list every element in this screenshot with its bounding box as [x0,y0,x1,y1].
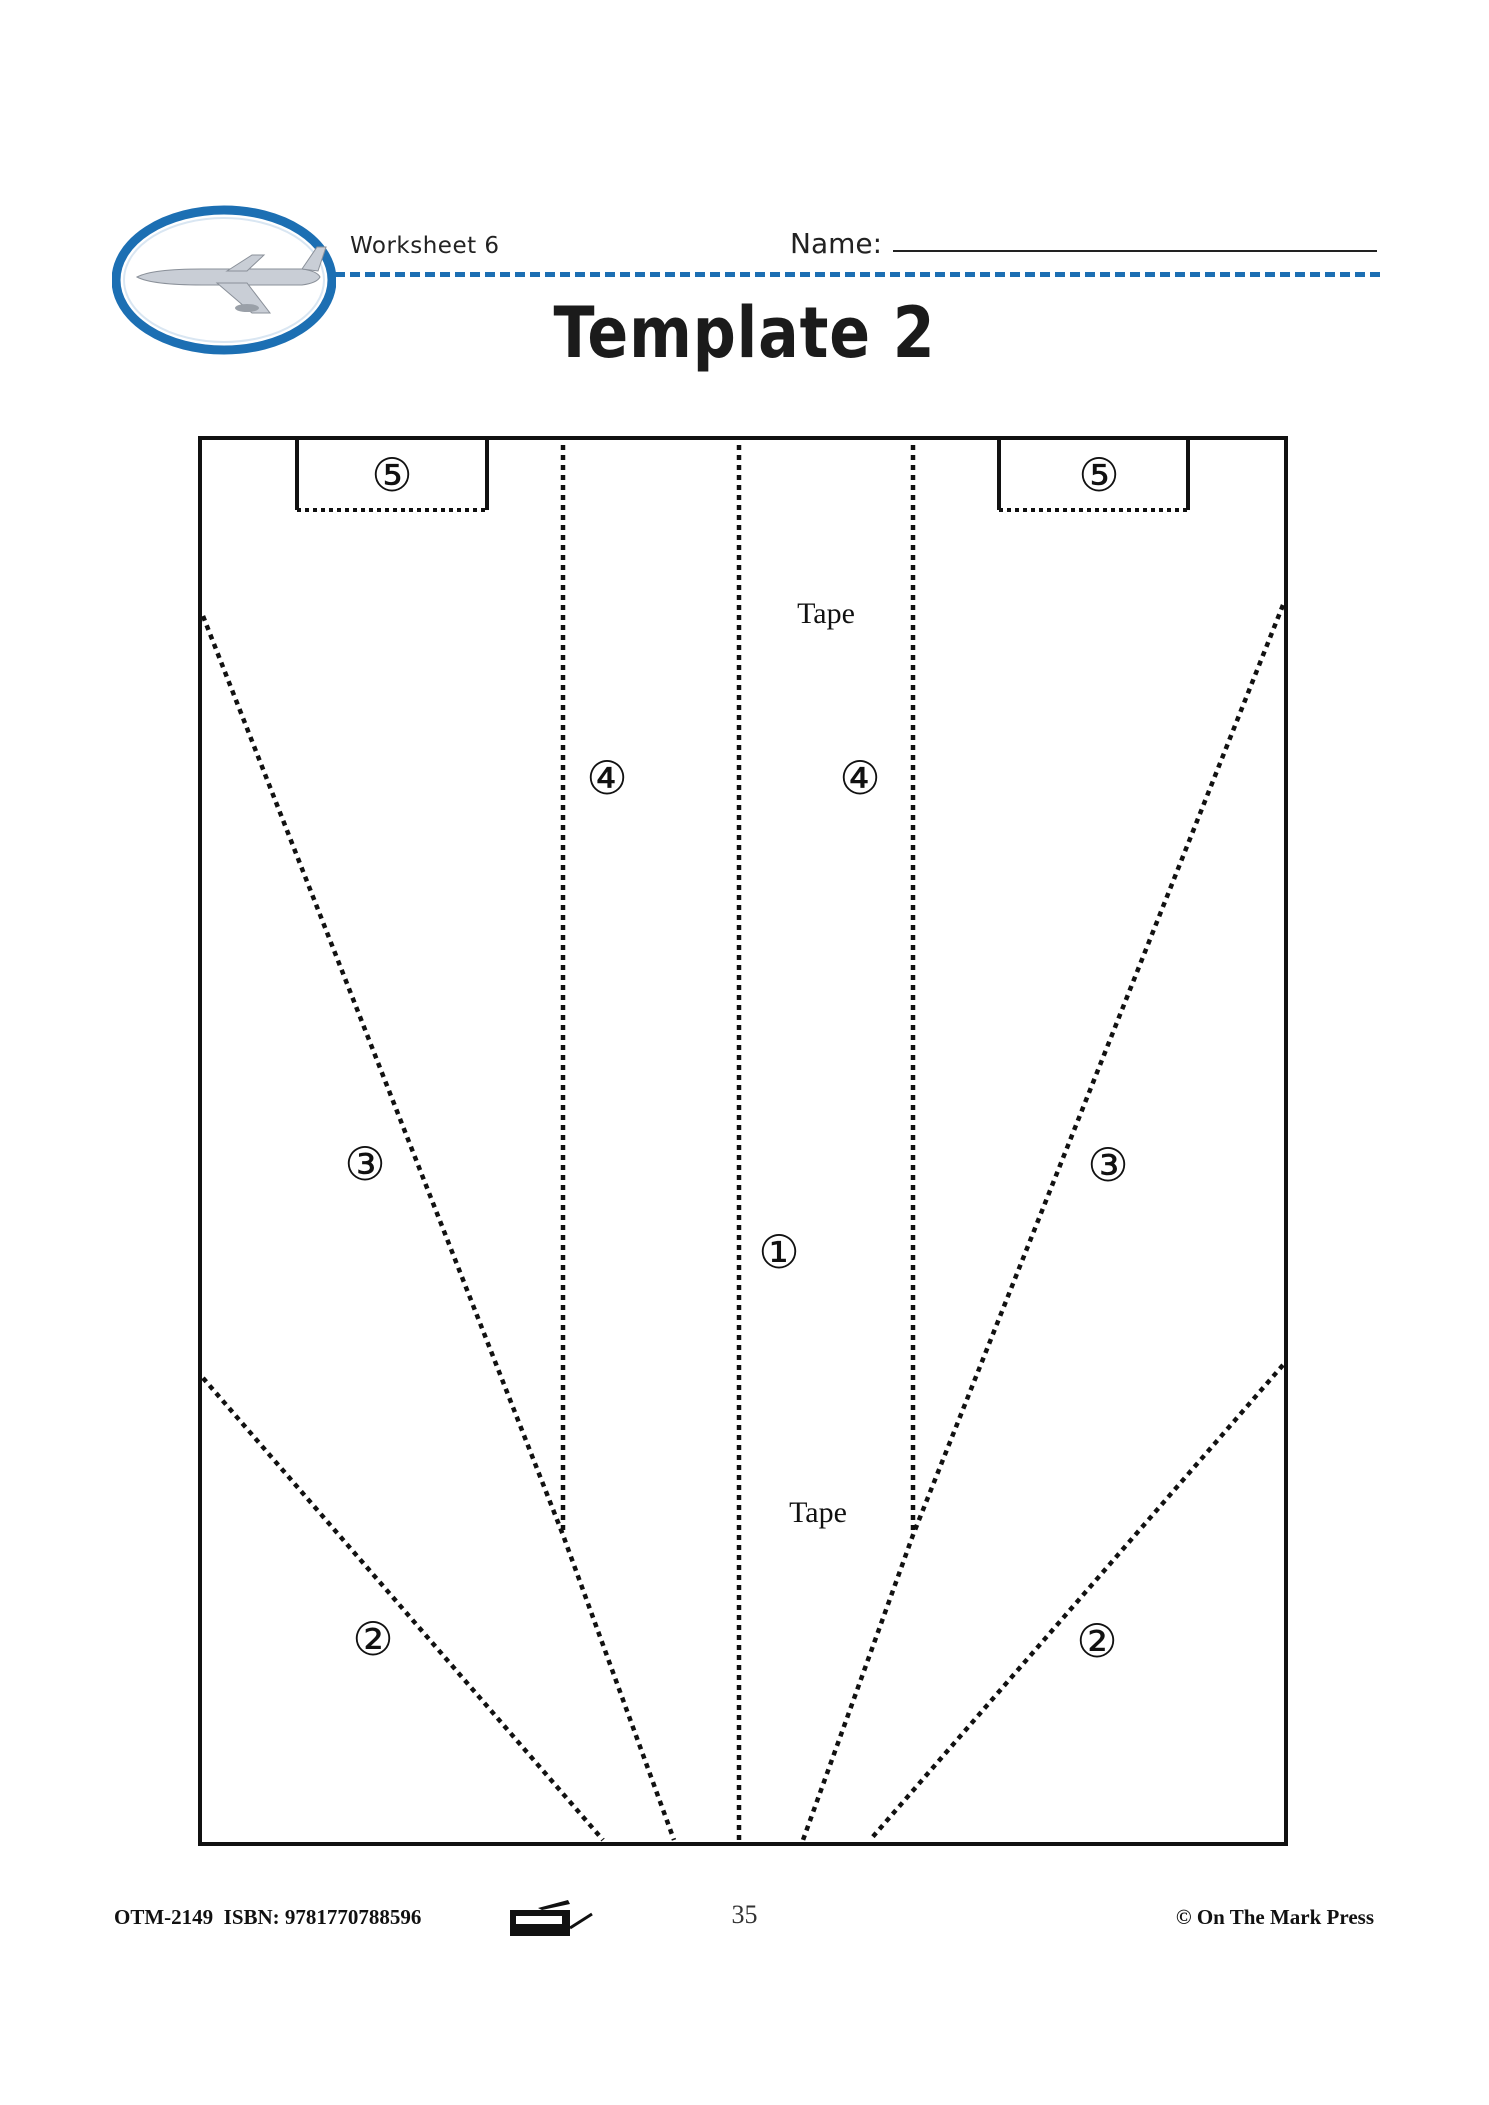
label-tab-left: ⑤ [371,448,412,502]
airplane-oval-logo-icon [112,205,336,355]
tab-right-outline [997,438,1190,510]
name-field-line[interactable] [893,250,1377,252]
label-wing-left: ③ [344,1137,385,1191]
tape-label-top: Tape [797,597,855,630]
fold-line-wing-right [800,604,1286,1841]
tape-label-bottom: Tape [789,1496,847,1529]
footer-isbn: OTM-2149 ISBN: 9781770788596 [114,1905,422,1929]
name-label: Name: [790,227,883,260]
fold-line-tail-left [201,1376,605,1842]
fold-line-tail-right [868,1363,1285,1842]
label-tail-left: ② [352,1612,393,1666]
page-number: 35 [731,1900,758,1929]
label-center-strip: ① [758,1225,799,1279]
label-strip-right: ④ [839,751,880,805]
footer-copyright: © On The Mark Press [1175,1905,1374,1929]
page-title: Template 2 [553,292,936,374]
tab-left-outline [295,438,489,510]
header-dashed-rule [335,272,1380,277]
label-wing-right: ③ [1087,1138,1128,1192]
label-tail-right: ② [1076,1614,1117,1668]
label-tab-right: ⑤ [1078,448,1119,502]
fold-line-wing-left [200,615,677,1841]
template-border [198,436,1288,1846]
label-strip-left: ④ [586,751,627,805]
worksheet-label: Worksheet 6 [350,233,500,259]
photocopier-icon [510,1900,593,1936]
